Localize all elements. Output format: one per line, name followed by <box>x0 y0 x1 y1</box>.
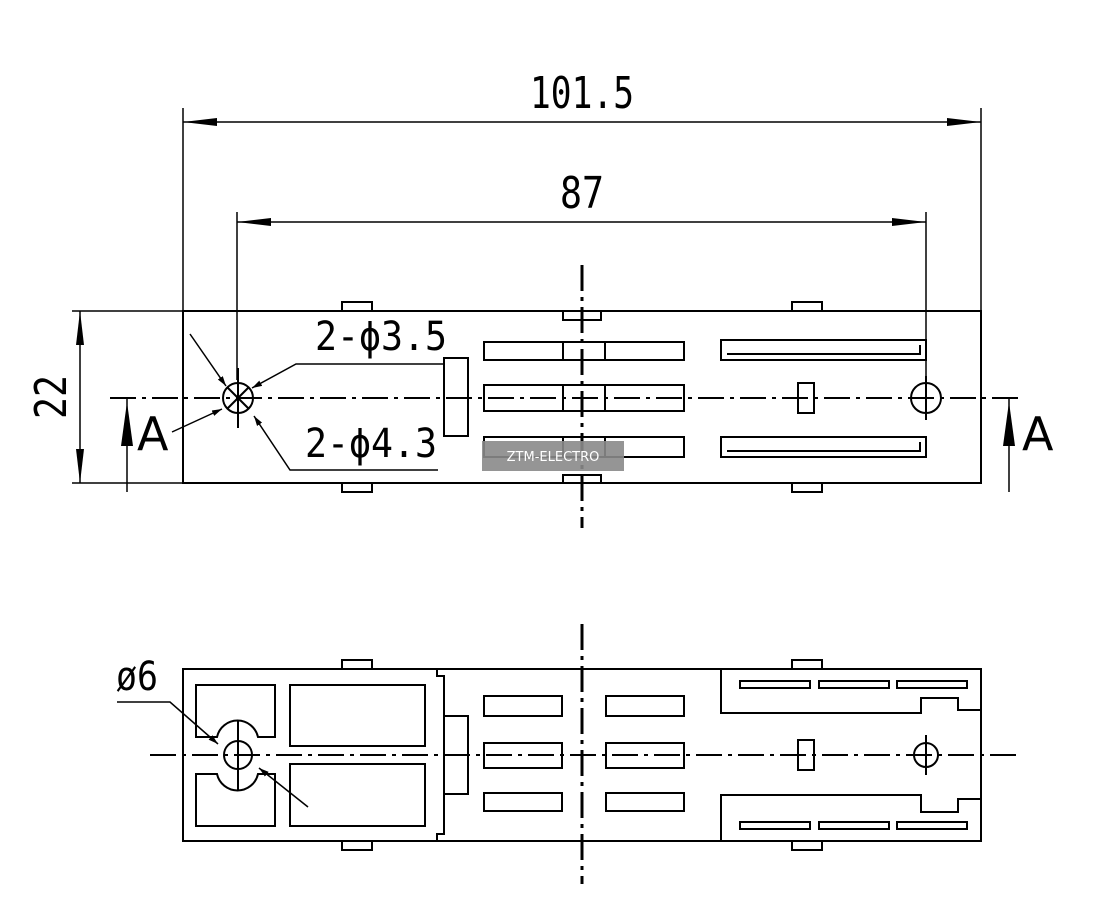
section-marker-right <box>1003 398 1015 492</box>
dim-hole-large: 2-ϕ4.3 <box>305 421 437 467</box>
section-label-left: A <box>137 407 169 461</box>
boss-hole-left <box>223 720 253 790</box>
key-slot <box>797 739 815 771</box>
rib <box>605 742 685 769</box>
rib <box>605 792 685 812</box>
rib <box>483 792 563 812</box>
long-slot <box>720 339 927 361</box>
partition <box>443 357 469 437</box>
key-slot <box>797 382 815 414</box>
contact-slot <box>483 384 685 412</box>
compartment <box>195 684 276 738</box>
rib <box>605 695 685 717</box>
boss-hole-right <box>913 735 939 775</box>
compartment <box>289 763 426 827</box>
leader-hole-small <box>251 363 445 389</box>
dim-boss-diameter: ø6 <box>116 654 158 700</box>
tab <box>791 840 823 851</box>
leader-boss <box>117 701 219 745</box>
compartment <box>195 773 276 827</box>
dim-overall-width: 101.5 <box>530 68 634 119</box>
tab <box>341 301 373 312</box>
mount-hole-right <box>910 376 942 420</box>
section-marker-left <box>121 398 133 492</box>
watermark: ZTM-ELECTRO <box>482 441 624 471</box>
rib <box>483 742 563 769</box>
watermark-text: ZTM-ELECTRO <box>507 450 600 465</box>
rib <box>483 695 563 717</box>
tab <box>341 659 373 670</box>
top-view <box>72 108 1020 528</box>
bottom-view <box>117 624 1018 884</box>
dim-height: 22 <box>26 375 77 419</box>
dim-hole-spacing: 87 <box>560 168 604 219</box>
tab <box>791 482 823 493</box>
dim-hole-small: 2-ϕ3.5 <box>315 314 447 360</box>
tab <box>341 482 373 493</box>
leader-hole-large <box>253 415 438 471</box>
mount-hole-left <box>222 368 254 428</box>
compartment <box>289 684 426 747</box>
tab <box>341 840 373 851</box>
tab <box>791 659 823 670</box>
tab <box>791 301 823 312</box>
section-label-right: A <box>1022 407 1054 461</box>
partition <box>443 715 469 795</box>
long-slot <box>720 436 927 458</box>
contact-slot <box>483 341 685 361</box>
